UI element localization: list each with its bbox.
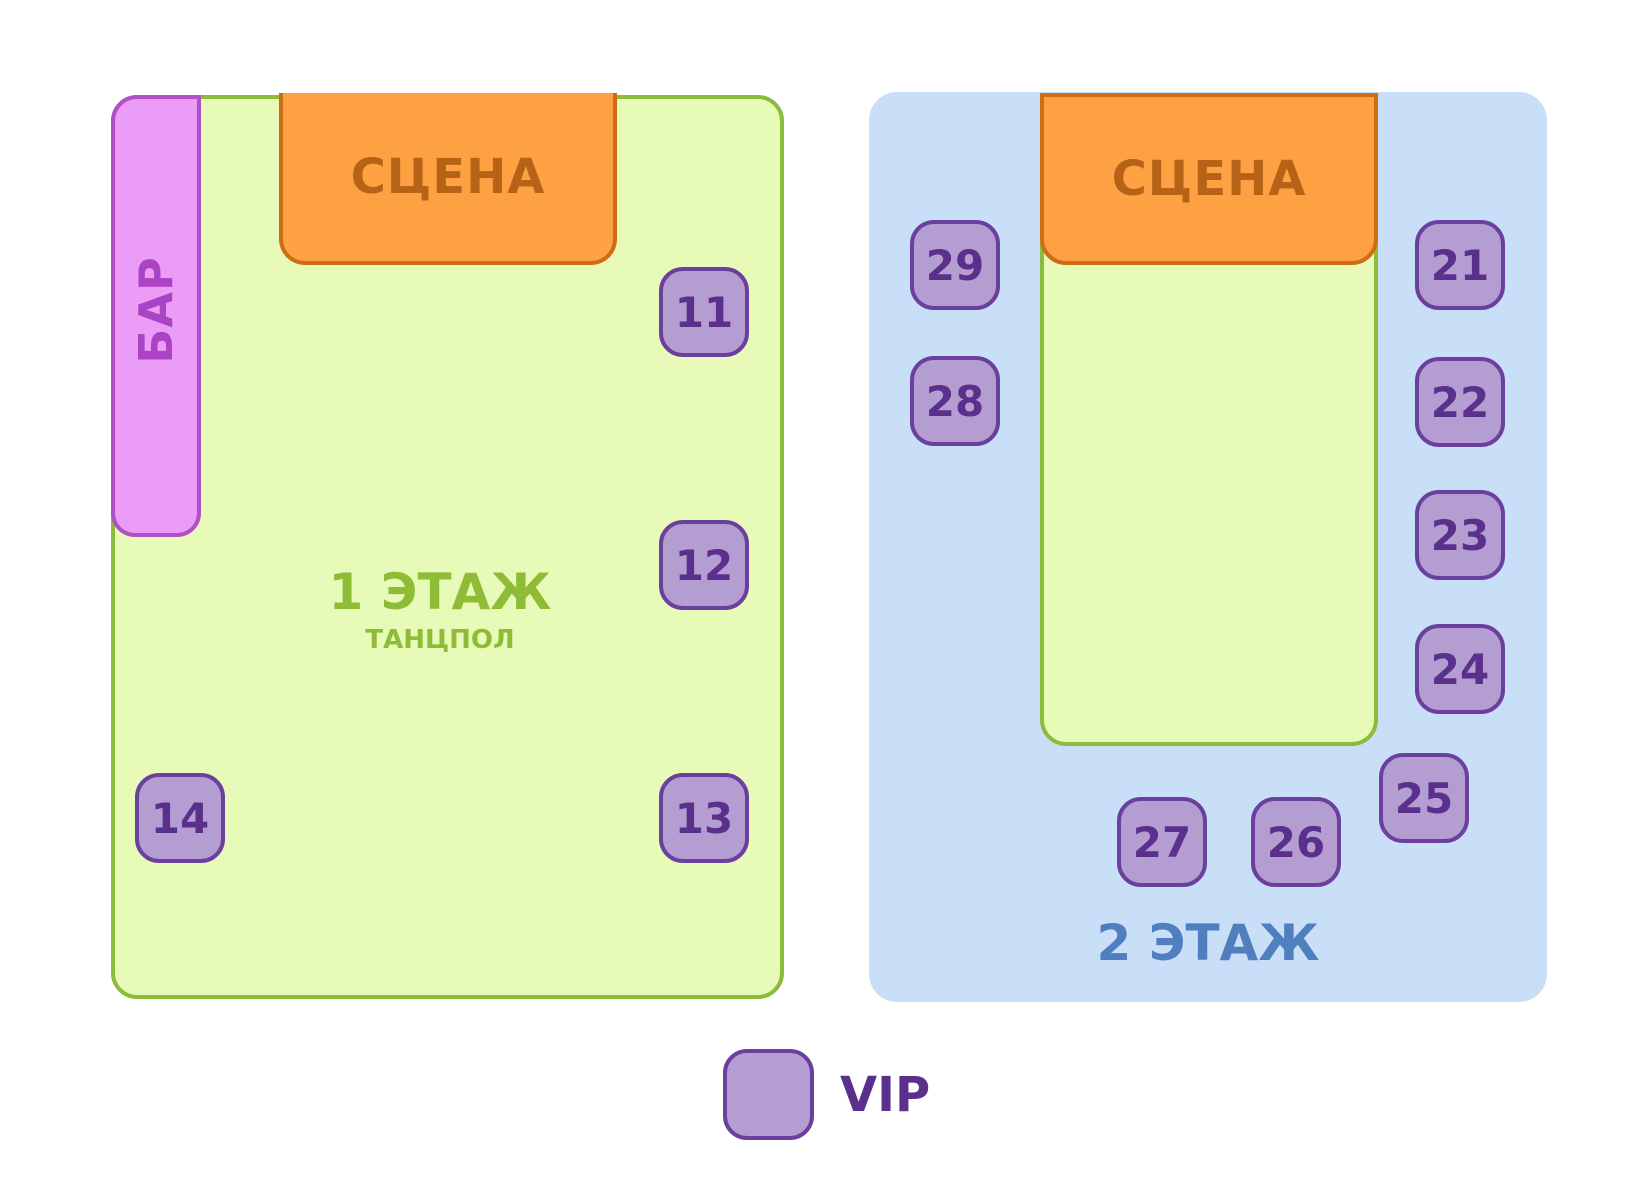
- floor-2-stage: СЦЕНА: [1040, 93, 1378, 265]
- table-25[interactable]: 25: [1379, 753, 1469, 843]
- table-29[interactable]: 29: [910, 220, 1000, 310]
- table-12[interactable]: 12: [659, 520, 749, 610]
- floor-2-open-space: [1040, 240, 1378, 746]
- table-11[interactable]: 11: [659, 267, 749, 357]
- vip-legend-swatch: [723, 1049, 814, 1140]
- floor-2-stage-label: СЦЕНА: [1111, 151, 1307, 207]
- bar-area: [111, 95, 201, 537]
- floor-1-stage-label: СЦЕНА: [350, 149, 546, 205]
- table-14[interactable]: 14: [135, 773, 225, 863]
- floor-1-title: 1 ЭТАЖ: [328, 563, 552, 621]
- table-27[interactable]: 27: [1117, 797, 1207, 887]
- bar-label: БАР: [129, 256, 183, 364]
- floor-1-stage: СЦЕНА: [279, 93, 617, 265]
- floor-1-subtitle: ТАНЦПОЛ: [365, 625, 515, 655]
- table-22[interactable]: 22: [1415, 357, 1505, 447]
- table-13[interactable]: 13: [659, 773, 749, 863]
- table-26[interactable]: 26: [1251, 797, 1341, 887]
- table-21[interactable]: 21: [1415, 220, 1505, 310]
- table-28[interactable]: 28: [910, 356, 1000, 446]
- vip-legend-label: VIP: [840, 1067, 931, 1123]
- table-23[interactable]: 23: [1415, 490, 1505, 580]
- table-24[interactable]: 24: [1415, 624, 1505, 714]
- floor-2-title: 2 ЭТАЖ: [1096, 914, 1320, 972]
